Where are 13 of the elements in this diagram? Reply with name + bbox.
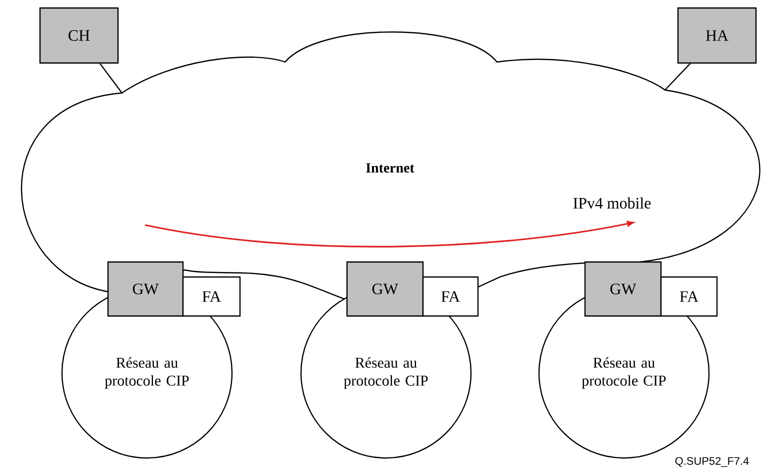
host-box: HA bbox=[677, 7, 757, 64]
agent-box: FA bbox=[182, 276, 241, 317]
agent-box: FA bbox=[422, 276, 479, 317]
flow-label: IPv4 mobile bbox=[573, 197, 651, 209]
node-label: Réseau au protocole CIP bbox=[344, 357, 428, 389]
figure-id: Q.SUP52_F7.4 bbox=[675, 457, 749, 467]
host-box: CH bbox=[39, 7, 119, 64]
connector-line bbox=[100, 63, 122, 94]
connector-line bbox=[664, 63, 691, 90]
gateway-box: GW bbox=[107, 261, 184, 317]
gateway-box: GW bbox=[584, 261, 662, 317]
agent-box: FA bbox=[660, 276, 718, 317]
gateway-box: GW bbox=[346, 261, 424, 317]
